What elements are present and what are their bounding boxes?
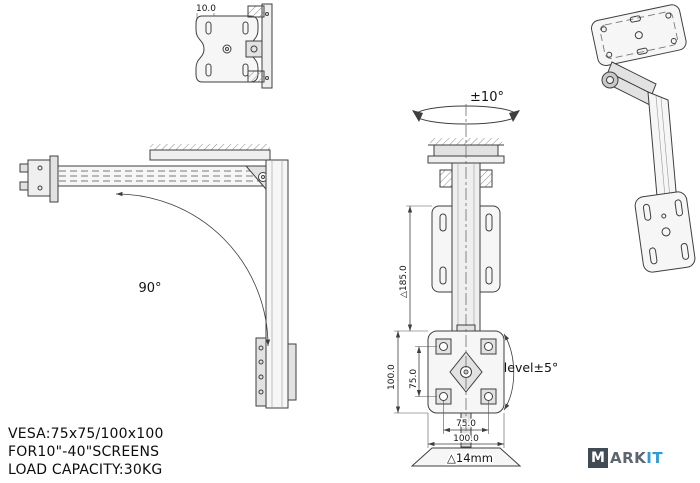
head-bracket <box>27 159 53 197</box>
spec-vesa: VESA:75x75/100x100 <box>8 426 164 442</box>
spec-text-block: VESA:75x75/100x100 FOR10"-40"SCREENS LOA… <box>8 425 164 479</box>
lower-bracket-side <box>255 337 267 407</box>
dim-label-fold-angle: 90° <box>138 281 161 296</box>
top-view: 10.0 <box>195 3 273 89</box>
side-view: 90° <box>19 144 297 409</box>
ceiling-plate-side <box>149 149 271 161</box>
vesa-plate-edge <box>287 343 297 401</box>
dim-label-swivel: ±10° <box>470 90 504 105</box>
logo-m-icon: M <box>588 447 608 468</box>
knob-left <box>439 169 453 188</box>
clamp-knob-top <box>247 5 265 18</box>
dim-label-plate-width: 100.0 <box>453 434 479 444</box>
dim-label-level: level±5° <box>504 360 558 375</box>
iso-top-plate <box>590 4 687 67</box>
logo-text-ark: ARK <box>610 448 647 467</box>
dim-label-plate-height: 100.0 <box>387 364 397 390</box>
dim-label-pole-diameter: △14mm <box>447 451 493 465</box>
isometric-view <box>590 4 696 273</box>
fold-angle-arc <box>115 191 271 347</box>
logo-text-it: IT <box>646 448 664 467</box>
ceiling-hatch <box>150 144 270 150</box>
swivel-arrow-left <box>412 110 423 122</box>
wall-bar <box>261 3 273 89</box>
swivel-arrow-right <box>509 110 520 122</box>
dim-label-vesa-vertical: 75.0 <box>409 369 419 389</box>
spec-load: LOAD CAPACITY:30KG <box>8 462 163 478</box>
spec-screens: FOR10"-40"SCREENS <box>8 444 160 460</box>
clamp-knob-bottom <box>247 70 265 83</box>
base-stand <box>410 447 522 467</box>
front-view: ±10° <box>387 90 558 467</box>
iso-vesa-plate <box>634 191 696 273</box>
dim-label-column-height: △185.0 <box>399 265 409 298</box>
column-side <box>265 159 289 409</box>
knob-right <box>479 169 493 188</box>
level-arc <box>503 333 515 411</box>
brand-logo: M ARK IT <box>588 447 663 468</box>
dim-label-top-width: 10.0 <box>196 4 216 14</box>
